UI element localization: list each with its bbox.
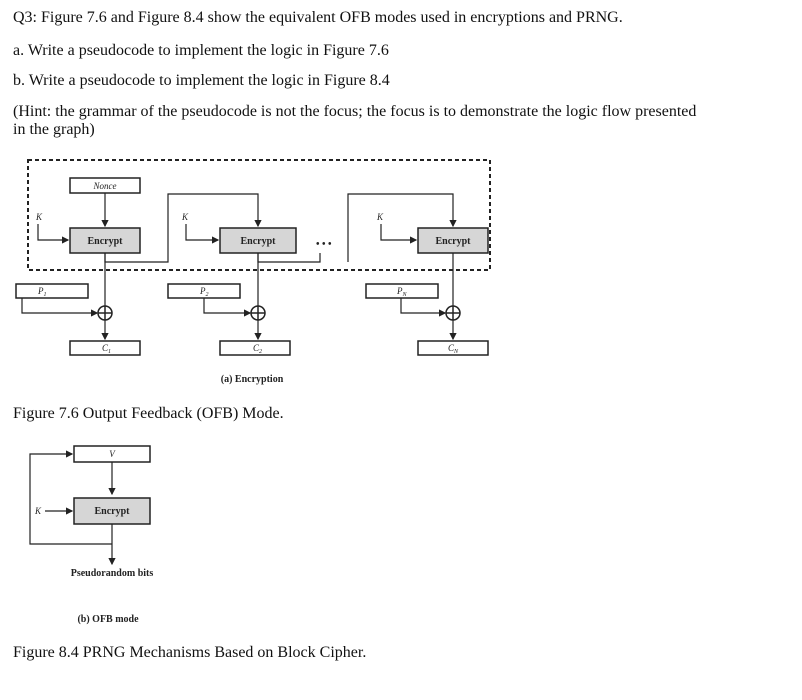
dashed-region bbox=[27, 159, 491, 271]
key-label: K bbox=[34, 506, 42, 516]
ciphertext-box-n bbox=[417, 340, 489, 356]
encrypt-box-1 bbox=[69, 227, 141, 254]
figure-7-6-caption: Figure 7.6 Output Feedback (OFB) Mode. bbox=[13, 405, 284, 422]
subcaption-b: (b) OFB mode bbox=[77, 614, 139, 625]
encrypt-label-2: Encrypt bbox=[241, 236, 277, 247]
ciphertext-label-n: CN bbox=[448, 343, 459, 355]
figure-7-6-diagram: Nonce Encrypt K Encrypt K • • • Encrypt … bbox=[15, 159, 491, 385]
question-part-a: a. Write a pseudocode to implement the l… bbox=[13, 42, 389, 59]
figure-8-4-diagram: V Encrypt K Pseudorandom bits (b) OFB mo… bbox=[29, 445, 154, 625]
subcaption-a: (a) Encryption bbox=[221, 374, 284, 385]
ciphertext-box-1 bbox=[69, 340, 141, 356]
hint-line-2: in the graph) bbox=[13, 121, 95, 138]
encrypt-label-1: Encrypt bbox=[88, 236, 124, 247]
question-part-b: b. Write a pseudocode to implement the l… bbox=[13, 72, 390, 89]
question-title: Q3: Figure 7.6 and Figure 8.4 show the e… bbox=[13, 9, 623, 26]
encrypt-label: Encrypt bbox=[95, 506, 131, 517]
v-label: V bbox=[109, 449, 116, 459]
hint-line-1: (Hint: the grammar of the pseudocode is … bbox=[13, 103, 697, 120]
key-label-1: K bbox=[35, 212, 43, 222]
encrypt-box-2 bbox=[219, 227, 297, 254]
key-label-2: K bbox=[181, 212, 189, 222]
ciphertext-label-2: C2 bbox=[253, 343, 262, 355]
encrypt-label-n: Encrypt bbox=[436, 236, 472, 247]
output-label: Pseudorandom bits bbox=[71, 568, 154, 579]
plaintext-label-1: P1 bbox=[37, 286, 47, 298]
nonce-label: Nonce bbox=[93, 181, 117, 191]
plaintext-label-2: P2 bbox=[199, 286, 209, 298]
ellipsis: • • • bbox=[316, 239, 332, 250]
plaintext-box-n bbox=[365, 283, 439, 299]
ciphertext-box-2 bbox=[219, 340, 291, 356]
plaintext-label-n: PN bbox=[396, 286, 408, 298]
figure-8-4-caption: Figure 8.4 PRNG Mechanisms Based on Bloc… bbox=[13, 644, 367, 661]
plaintext-box-1 bbox=[15, 283, 89, 299]
encrypt-box bbox=[73, 497, 151, 525]
key-label-n: K bbox=[376, 212, 384, 222]
ciphertext-label-1: C1 bbox=[102, 343, 111, 355]
